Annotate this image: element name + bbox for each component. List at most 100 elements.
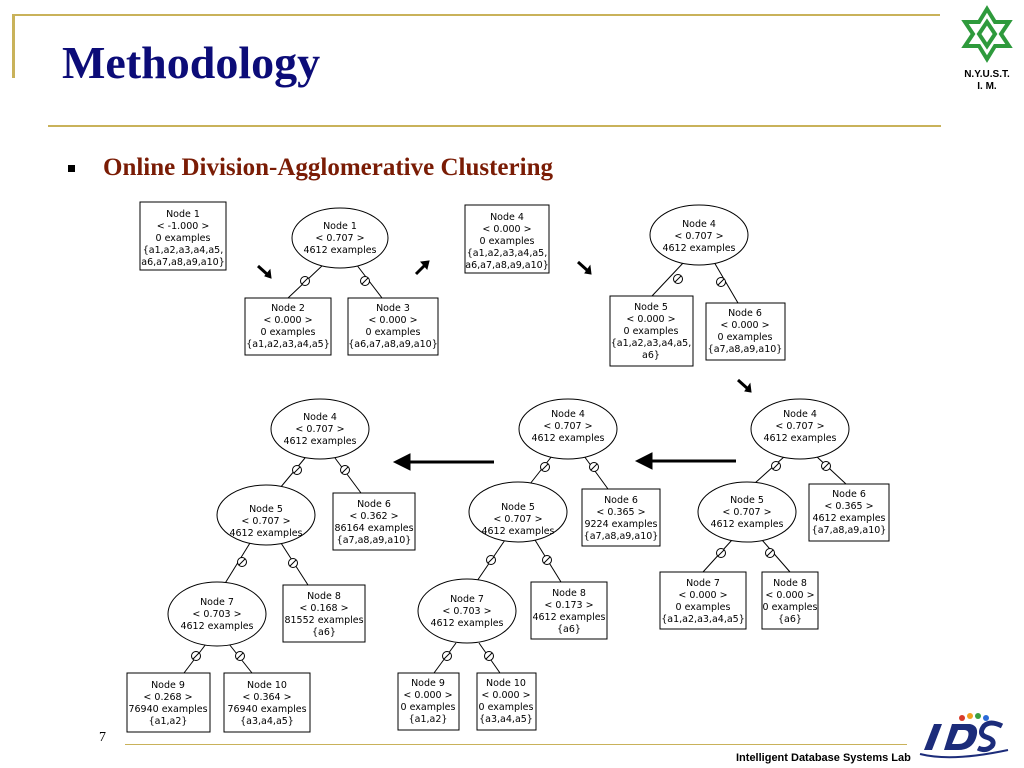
t4-node4-line1: Node 4	[682, 219, 716, 230]
t2-node3-line1: Node 3	[376, 303, 410, 314]
t1-node1-line2: < -1.000 >	[157, 221, 210, 232]
t7-node9-line3: 76940 examples	[128, 704, 207, 715]
transition-arrows	[256, 260, 752, 471]
t1-node1-line1: Node 1	[166, 209, 200, 220]
t5-node7-line4: {a1,a2,a3,a4,a5}	[661, 614, 745, 625]
t7-node6-line1: Node 6	[357, 499, 391, 510]
t5-node7-line2: < 0.000 >	[678, 590, 727, 601]
t3-node4-box	[464, 204, 550, 274]
t2-node3-line3: 0 examples	[366, 327, 421, 338]
t6-node5-line1: Node 5	[501, 502, 535, 513]
t7-node10-line2: < 0.364 >	[242, 692, 291, 703]
t7-node10-box	[223, 672, 311, 733]
t6-node6-line4: {a7,a8,a9,a10}	[584, 531, 659, 542]
t7-node6-box	[332, 492, 416, 551]
t4-node5-line2: < 0.000 >	[626, 314, 675, 325]
ids-lab-logo-icon	[919, 713, 1009, 759]
t7-node8-line2: < 0.168 >	[299, 603, 348, 614]
t4-node6-box	[705, 302, 786, 361]
t7-node9-line1: Node 9	[151, 680, 185, 691]
t6-node6-line3: 9224 examples	[584, 519, 657, 530]
t6-node9-line3: 0 examples	[401, 702, 456, 713]
footer-rule	[125, 744, 907, 745]
t7-node4-line3: 4612 examples	[283, 436, 356, 447]
t2-node2-box	[244, 297, 332, 356]
t3-node4-line4: {a1,a2,a3,a4,a5,	[467, 248, 547, 259]
t6-node10-line3: 0 examples	[479, 702, 534, 713]
t7-node7-line2: < 0.703 >	[192, 609, 241, 620]
t5-node6-line3: 4612 examples	[812, 513, 885, 524]
t6-node10-line1: Node 10	[486, 678, 526, 689]
t2-node3-box	[347, 297, 439, 356]
t2-node3-line4: {a6,a7,a8,a9,a10}	[348, 339, 438, 350]
t7-node7-ellipse	[167, 581, 267, 647]
t7-node10-line3: 76940 examples	[227, 704, 306, 715]
logo-line-2: I. M.	[977, 81, 997, 92]
t5-node7-line1: Node 7	[686, 578, 720, 589]
t6-node4-line2: < 0.707 >	[543, 421, 592, 432]
t7-node6-line2: < 0.362 >	[349, 511, 398, 522]
t7-node7-line1: Node 7	[200, 597, 234, 608]
t1-node1-box	[139, 201, 227, 271]
t4-node6-line3: 0 examples	[718, 332, 773, 343]
t5-node8-box	[761, 571, 819, 630]
t5-node4-ellipse	[750, 398, 850, 460]
t7-node9-line2: < 0.268 >	[143, 692, 192, 703]
page-number: 7	[99, 730, 106, 745]
t3-node4-line1: Node 4	[490, 212, 524, 223]
node-labels: Node 1 < -1.000 > 0 examples {a1,a2,a3,a…	[128, 209, 886, 727]
bullet-text: Online Division-Agglomerative Clustering	[103, 154, 553, 181]
t2-node2-line1: Node 2	[271, 303, 305, 314]
t5-node8-line1: Node 8	[773, 578, 807, 589]
t2-node2-line3: 0 examples	[261, 327, 316, 338]
square-bullet-icon	[68, 164, 75, 172]
nyust-emblem-icon	[961, 5, 1013, 63]
t3-node4-line3: 0 examples	[480, 236, 535, 247]
t4-node4-line3: 4612 examples	[662, 243, 735, 254]
t4-node5-line5: a6}	[642, 350, 660, 361]
t5-node8-line4: {a6}	[778, 614, 802, 625]
t6-node8-line3: 4612 examples	[532, 612, 605, 623]
t6-node5-ellipse	[468, 481, 568, 543]
t6-node4-line1: Node 4	[551, 409, 585, 420]
t6-node4-line3: 4612 examples	[531, 433, 604, 444]
t6-node10-line4: {a3,a4,a5}	[479, 714, 533, 725]
t5-node8-line2: < 0.000 >	[765, 590, 814, 601]
t6-node7-line1: Node 7	[450, 594, 484, 605]
t4-node4-ellipse	[649, 204, 749, 266]
t5-node4-line2: < 0.707 >	[775, 421, 824, 432]
t5-node7-box	[659, 571, 747, 630]
t5-node6-box	[808, 483, 890, 542]
t6-node9-box	[397, 672, 460, 731]
t7-node6-line4: {a7,a8,a9,a10}	[337, 535, 412, 546]
t6-node8-line2: < 0.173 >	[544, 600, 593, 611]
t7-node8-line4: {a6}	[312, 627, 336, 638]
t5-node6-line2: < 0.365 >	[824, 501, 873, 512]
t3-node4-line2: < 0.000 >	[482, 224, 531, 235]
t6-node6-box	[581, 488, 661, 547]
t5-node4-line3: 4612 examples	[763, 433, 836, 444]
t1-node1-line5: a6,a7,a8,a9,a10}	[141, 257, 225, 268]
t7-node10-line4: {a3,a4,a5}	[240, 716, 294, 727]
t6-node10-line2: < 0.000 >	[481, 690, 530, 701]
t2-node1-line2: < 0.707 >	[315, 233, 364, 244]
t4-node5-line4: {a1,a2,a3,a4,a5,	[611, 338, 691, 349]
t7-node5-line1: Node 5	[249, 504, 283, 515]
t5-node5-ellipse	[697, 481, 797, 543]
slide-title: Methodology	[62, 37, 321, 88]
t4-node6-line4: {a7,a8,a9,a10}	[708, 344, 783, 355]
nyust-logo: N.Y.U.S.T. I. M.	[950, 4, 1024, 93]
t5-node7-line3: 0 examples	[676, 602, 731, 613]
t6-node10-box	[476, 672, 537, 731]
t4-node5-box	[609, 295, 694, 367]
t6-node7-line3: 4612 examples	[430, 618, 503, 629]
t5-node4-line1: Node 4	[783, 409, 817, 420]
t7-node5-line3: 4612 examples	[229, 528, 302, 539]
t5-node8-line3: 0 examples	[763, 602, 818, 613]
t7-node4-ellipse	[270, 398, 370, 460]
t2-node1-line1: Node 1	[323, 221, 357, 232]
t6-node8-line4: {a6}	[557, 624, 581, 635]
t6-node7-ellipse	[417, 578, 517, 644]
t7-node8-box	[282, 584, 366, 643]
